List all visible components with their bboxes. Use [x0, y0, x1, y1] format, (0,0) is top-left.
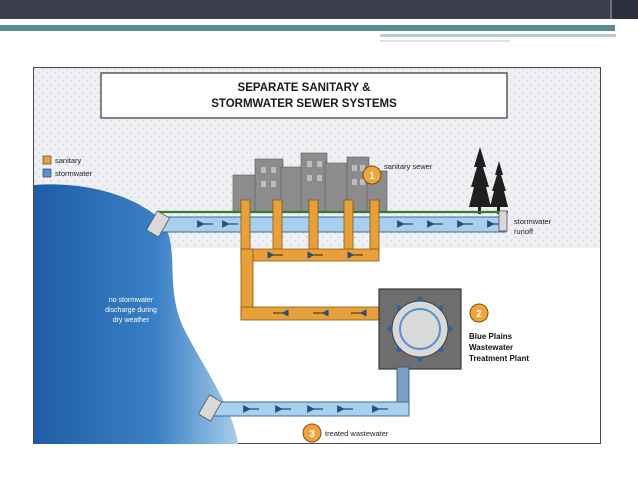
slide-accent-line-2: [380, 34, 616, 37]
label-plant-1: Blue Plains: [469, 332, 513, 341]
marker-3: 3: [302, 423, 322, 443]
legend-swatch-sanitary: [42, 155, 52, 165]
trees: [469, 147, 508, 214]
label-plant-3: Treatment Plant: [469, 354, 529, 363]
svg-text:3: 3: [309, 429, 315, 440]
treated-outfall: [197, 394, 223, 422]
label-river-2: discharge during: [105, 307, 157, 314]
stormwater-outfall-upper: [145, 210, 171, 238]
legend-label-stormwater: stormwater: [55, 169, 93, 178]
legend: sanitary stormwater: [42, 155, 93, 178]
svg-text:1: 1: [369, 171, 375, 182]
label-river-3: dry weather: [113, 317, 150, 324]
slide-header-bar: [0, 0, 638, 19]
sewer-diagram-svg: SEPARATE SANITARY & STORMWATER SEWER SYS…: [33, 67, 601, 445]
legend-swatch-stormwater: [42, 168, 52, 178]
label-stormwater-runoff-1: stormwater: [514, 217, 552, 226]
label-stormwater-runoff-2: runoff: [514, 227, 534, 236]
legend-label-sanitary: sanitary: [55, 156, 82, 165]
slide-header-cap: [610, 0, 638, 19]
label-sanitary-sewer: sanitary sewer: [384, 162, 433, 171]
label-river-1: no stormwater: [109, 297, 154, 304]
title-box: [100, 72, 508, 119]
slide-accent-line: [0, 25, 615, 31]
diagram-title-line2: STORMWATER SEWER SYSTEMS: [211, 98, 397, 110]
stormwater-inlet: [498, 210, 508, 232]
marker-2: 2: [469, 303, 489, 323]
marker-1: 1: [362, 165, 382, 185]
diagram-title-line1: SEPARATE SANITARY &: [238, 82, 371, 94]
sewer-diagram: SEPARATE SANITARY & STORMWATER SEWER SYS…: [33, 67, 601, 445]
svg-text:2: 2: [476, 309, 482, 320]
label-treated-wastewater: treated wastewater: [325, 429, 389, 438]
label-plant-2: Wastewater: [469, 343, 513, 352]
slide-accent-line-3: [380, 40, 510, 42]
river: [34, 184, 238, 445]
